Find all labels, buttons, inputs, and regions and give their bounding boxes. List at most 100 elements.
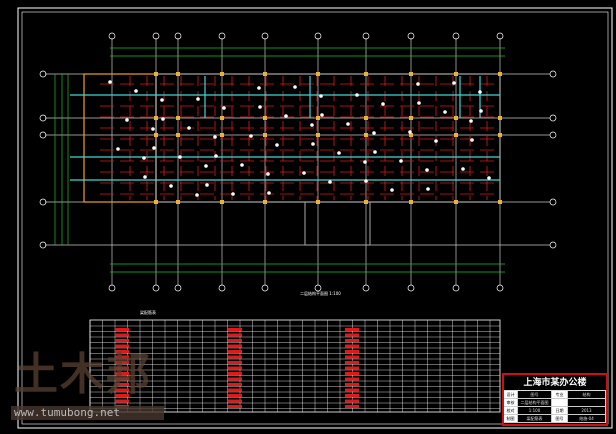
slab-marker bbox=[372, 131, 376, 135]
axis-bubble bbox=[39, 131, 47, 139]
axis-bubble bbox=[496, 284, 504, 292]
column bbox=[176, 72, 180, 76]
column bbox=[220, 133, 224, 137]
table-cell-mark bbox=[228, 350, 242, 353]
slab-marker bbox=[426, 187, 430, 191]
axis-bubble bbox=[407, 284, 415, 292]
table-cell-mark bbox=[115, 344, 129, 348]
column bbox=[154, 72, 158, 76]
slab-marker bbox=[364, 179, 368, 183]
table-cell-mark bbox=[228, 355, 242, 359]
axis-bubble bbox=[39, 241, 47, 249]
slab-marker bbox=[425, 168, 429, 172]
watermark-logo: 土木邦 bbox=[14, 349, 152, 400]
slab-marker bbox=[151, 127, 155, 131]
slab-marker bbox=[443, 110, 447, 114]
table-cell-mark bbox=[115, 333, 129, 337]
title-block-cell bbox=[552, 399, 568, 407]
table-cell-mark bbox=[115, 399, 129, 403]
table-cell-mark bbox=[228, 333, 242, 337]
table-cell-mark bbox=[345, 361, 359, 364]
table-cell-mark bbox=[228, 405, 242, 408]
title-block-cell: 图号 bbox=[552, 415, 568, 423]
slab-marker bbox=[257, 86, 261, 90]
column bbox=[364, 200, 368, 204]
table-cell-mark bbox=[345, 328, 359, 331]
slab-marker bbox=[284, 114, 288, 118]
column bbox=[154, 200, 158, 204]
axis-bubble bbox=[174, 284, 182, 292]
table-cell-mark bbox=[345, 383, 359, 386]
axis-bubble bbox=[452, 32, 460, 40]
table-cell-mark bbox=[228, 377, 242, 381]
drawing-inner-border bbox=[21, 11, 609, 425]
slab-marker bbox=[275, 143, 279, 147]
axis-bubble bbox=[549, 114, 557, 122]
table-cell-mark bbox=[115, 361, 129, 364]
table-cell-mark bbox=[115, 377, 129, 381]
slab-marker bbox=[160, 98, 164, 102]
title-block-cell: 设计 bbox=[504, 391, 518, 399]
table-cell-mark bbox=[345, 405, 359, 408]
axis-bubble bbox=[218, 32, 226, 40]
slab-marker bbox=[293, 85, 297, 89]
plan-title: 二层结构平面图 1:100 bbox=[300, 291, 341, 296]
table-cell-mark bbox=[115, 350, 129, 353]
column bbox=[454, 72, 458, 76]
table-cell-mark bbox=[115, 328, 129, 331]
slab-marker bbox=[346, 122, 350, 126]
axis-bubble bbox=[362, 284, 370, 292]
column bbox=[364, 133, 368, 137]
slab-marker bbox=[319, 94, 323, 98]
table-cell-mark bbox=[115, 394, 129, 397]
axis-bubble bbox=[108, 32, 116, 40]
slab-marker bbox=[479, 109, 483, 113]
slab-marker bbox=[249, 134, 253, 138]
slab-marker bbox=[231, 192, 235, 196]
axis-bubble bbox=[549, 70, 557, 78]
axis-bubble bbox=[108, 284, 116, 292]
slab-marker bbox=[143, 175, 147, 179]
slab-marker bbox=[178, 155, 182, 159]
axis-bubble bbox=[174, 32, 182, 40]
slab-marker bbox=[373, 150, 377, 154]
axis-bubble bbox=[496, 32, 504, 40]
column bbox=[409, 200, 413, 204]
watermark-url: www.tumubong.net bbox=[11, 406, 164, 420]
table-cell-mark bbox=[345, 344, 359, 348]
axis-bubble bbox=[261, 284, 269, 292]
title-block-cell bbox=[568, 399, 606, 407]
slab-marker bbox=[125, 118, 129, 122]
slab-marker bbox=[196, 97, 200, 101]
table-cell-mark bbox=[228, 339, 242, 342]
table-cell-mark bbox=[345, 350, 359, 353]
axis-bubble bbox=[407, 32, 415, 40]
table-cell-mark bbox=[345, 366, 359, 370]
column bbox=[263, 133, 267, 137]
slab-marker bbox=[213, 135, 217, 139]
slab-marker bbox=[311, 142, 315, 146]
column bbox=[454, 116, 458, 120]
slab-marker bbox=[214, 154, 218, 158]
table-cell-mark bbox=[228, 344, 242, 348]
slab-marker bbox=[390, 188, 394, 192]
table-cell-mark bbox=[115, 388, 129, 392]
table-cell-mark bbox=[228, 383, 242, 386]
slab-marker bbox=[169, 184, 173, 188]
column bbox=[454, 133, 458, 137]
column bbox=[409, 116, 413, 120]
column bbox=[316, 133, 320, 137]
axis-bubble bbox=[314, 284, 322, 292]
axis-bubble bbox=[39, 198, 47, 206]
slab-marker bbox=[337, 151, 341, 155]
axis-bubble bbox=[152, 284, 160, 292]
column bbox=[498, 200, 502, 204]
slab-marker bbox=[417, 101, 421, 105]
title-block-cell: 梁配筋表 bbox=[518, 415, 552, 423]
drawing-border bbox=[17, 7, 613, 429]
slab-marker bbox=[328, 180, 332, 184]
beam-schedule-table bbox=[89, 319, 501, 413]
